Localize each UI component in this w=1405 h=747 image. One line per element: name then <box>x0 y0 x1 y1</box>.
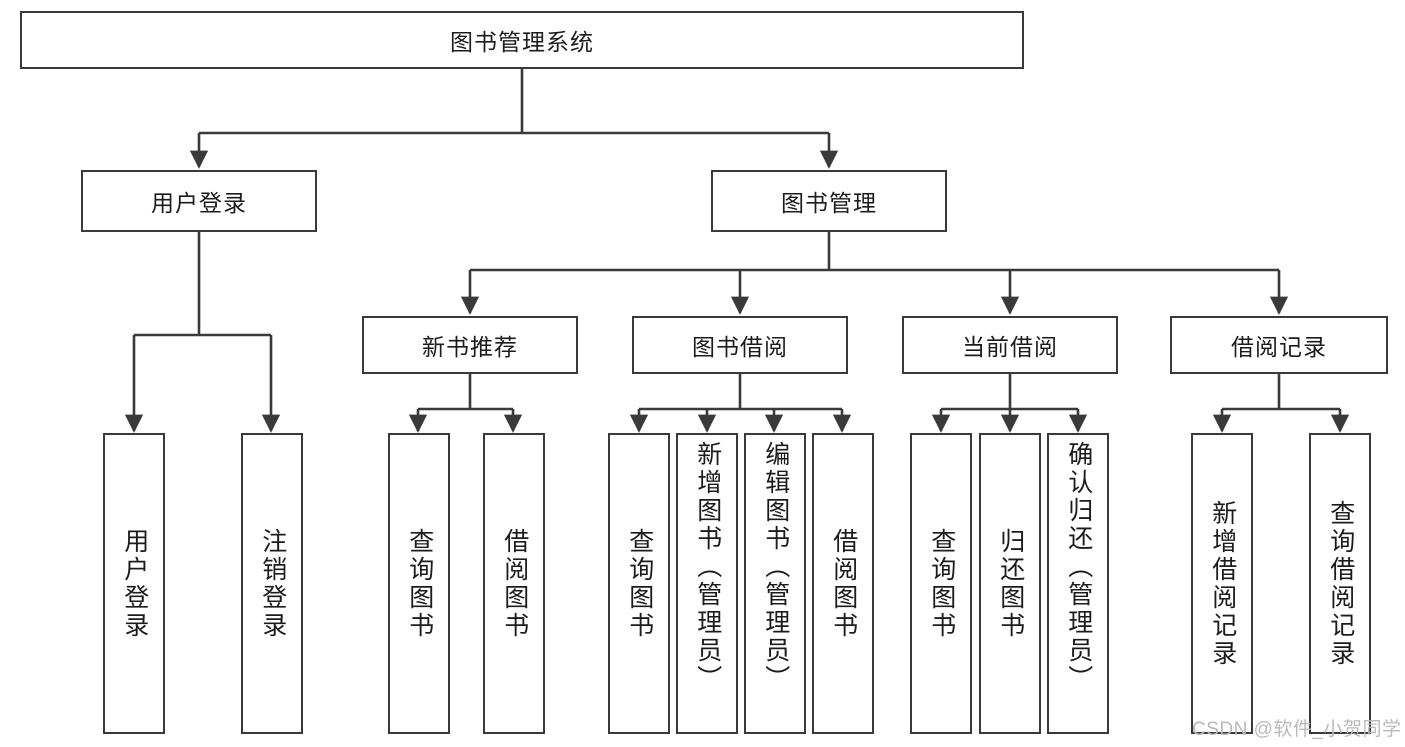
leaf-label: 借阅图书 <box>500 527 529 640</box>
node-label: 图书管理系统 <box>450 29 594 55</box>
node-root-system[interactable]: 图书管理系统 <box>20 11 1024 69</box>
node-label: 用户登录 <box>151 190 247 216</box>
leaf-label: 查询图书 <box>927 527 956 640</box>
leaf-label: 新增借阅记录 <box>1208 499 1237 668</box>
leaf-label: 注销登录 <box>258 527 287 640</box>
leaf-label: 查询借阅记录 <box>1326 499 1355 668</box>
leaf-newbook-query-book[interactable]: 查询图书 <box>388 433 450 734</box>
node-new-book-recommend[interactable]: 新书推荐 <box>362 316 578 374</box>
node-label: 新书推荐 <box>422 334 518 360</box>
leaf-borrow-add-book-admin[interactable]: 新增图书（管理员） <box>676 433 738 734</box>
node-book-borrow[interactable]: 图书借阅 <box>632 316 848 374</box>
leaf-current-confirm-return-admin[interactable]: 确认归还（管理员） <box>1047 433 1109 734</box>
leaf-records-add-record[interactable]: 新增借阅记录 <box>1191 433 1253 734</box>
leaf-current-query-book[interactable]: 查询图书 <box>910 433 972 734</box>
leaf-label: 新增图书（管理员） <box>693 441 722 693</box>
leaf-label: 归还图书 <box>996 527 1025 640</box>
leaf-newbook-borrow-book[interactable]: 借阅图书 <box>483 433 545 734</box>
leaf-label: 查询图书 <box>625 527 654 640</box>
leaf-borrow-edit-book-admin[interactable]: 编辑图书（管理员） <box>744 433 806 734</box>
leaf-user-logout[interactable]: 注销登录 <box>241 433 303 734</box>
leaf-current-return-book[interactable]: 归还图书 <box>979 433 1041 734</box>
leaf-borrow-query-book[interactable]: 查询图书 <box>608 433 670 734</box>
node-label: 当前借阅 <box>962 334 1058 360</box>
leaf-label: 借阅图书 <box>829 527 858 640</box>
leaf-label: 查询图书 <box>405 527 434 640</box>
leaf-user-login[interactable]: 用户登录 <box>103 433 165 734</box>
node-book-management[interactable]: 图书管理 <box>711 170 947 232</box>
leaf-borrow-borrow-book[interactable]: 借阅图书 <box>812 433 874 734</box>
leaf-label: 编辑图书（管理员） <box>761 441 790 693</box>
leaf-records-query-record[interactable]: 查询借阅记录 <box>1309 433 1371 734</box>
node-current-borrow[interactable]: 当前借阅 <box>902 316 1118 374</box>
node-label: 图书管理 <box>781 190 877 216</box>
leaf-label: 确认归还（管理员） <box>1064 441 1093 693</box>
node-borrow-records[interactable]: 借阅记录 <box>1170 316 1388 374</box>
watermark-text: CSDN @软件_小贺同学 <box>1192 719 1402 740</box>
leaf-label: 用户登录 <box>120 527 149 640</box>
node-label: 图书借阅 <box>692 334 788 360</box>
node-user-login[interactable]: 用户登录 <box>81 170 317 232</box>
node-label: 借阅记录 <box>1231 334 1327 360</box>
